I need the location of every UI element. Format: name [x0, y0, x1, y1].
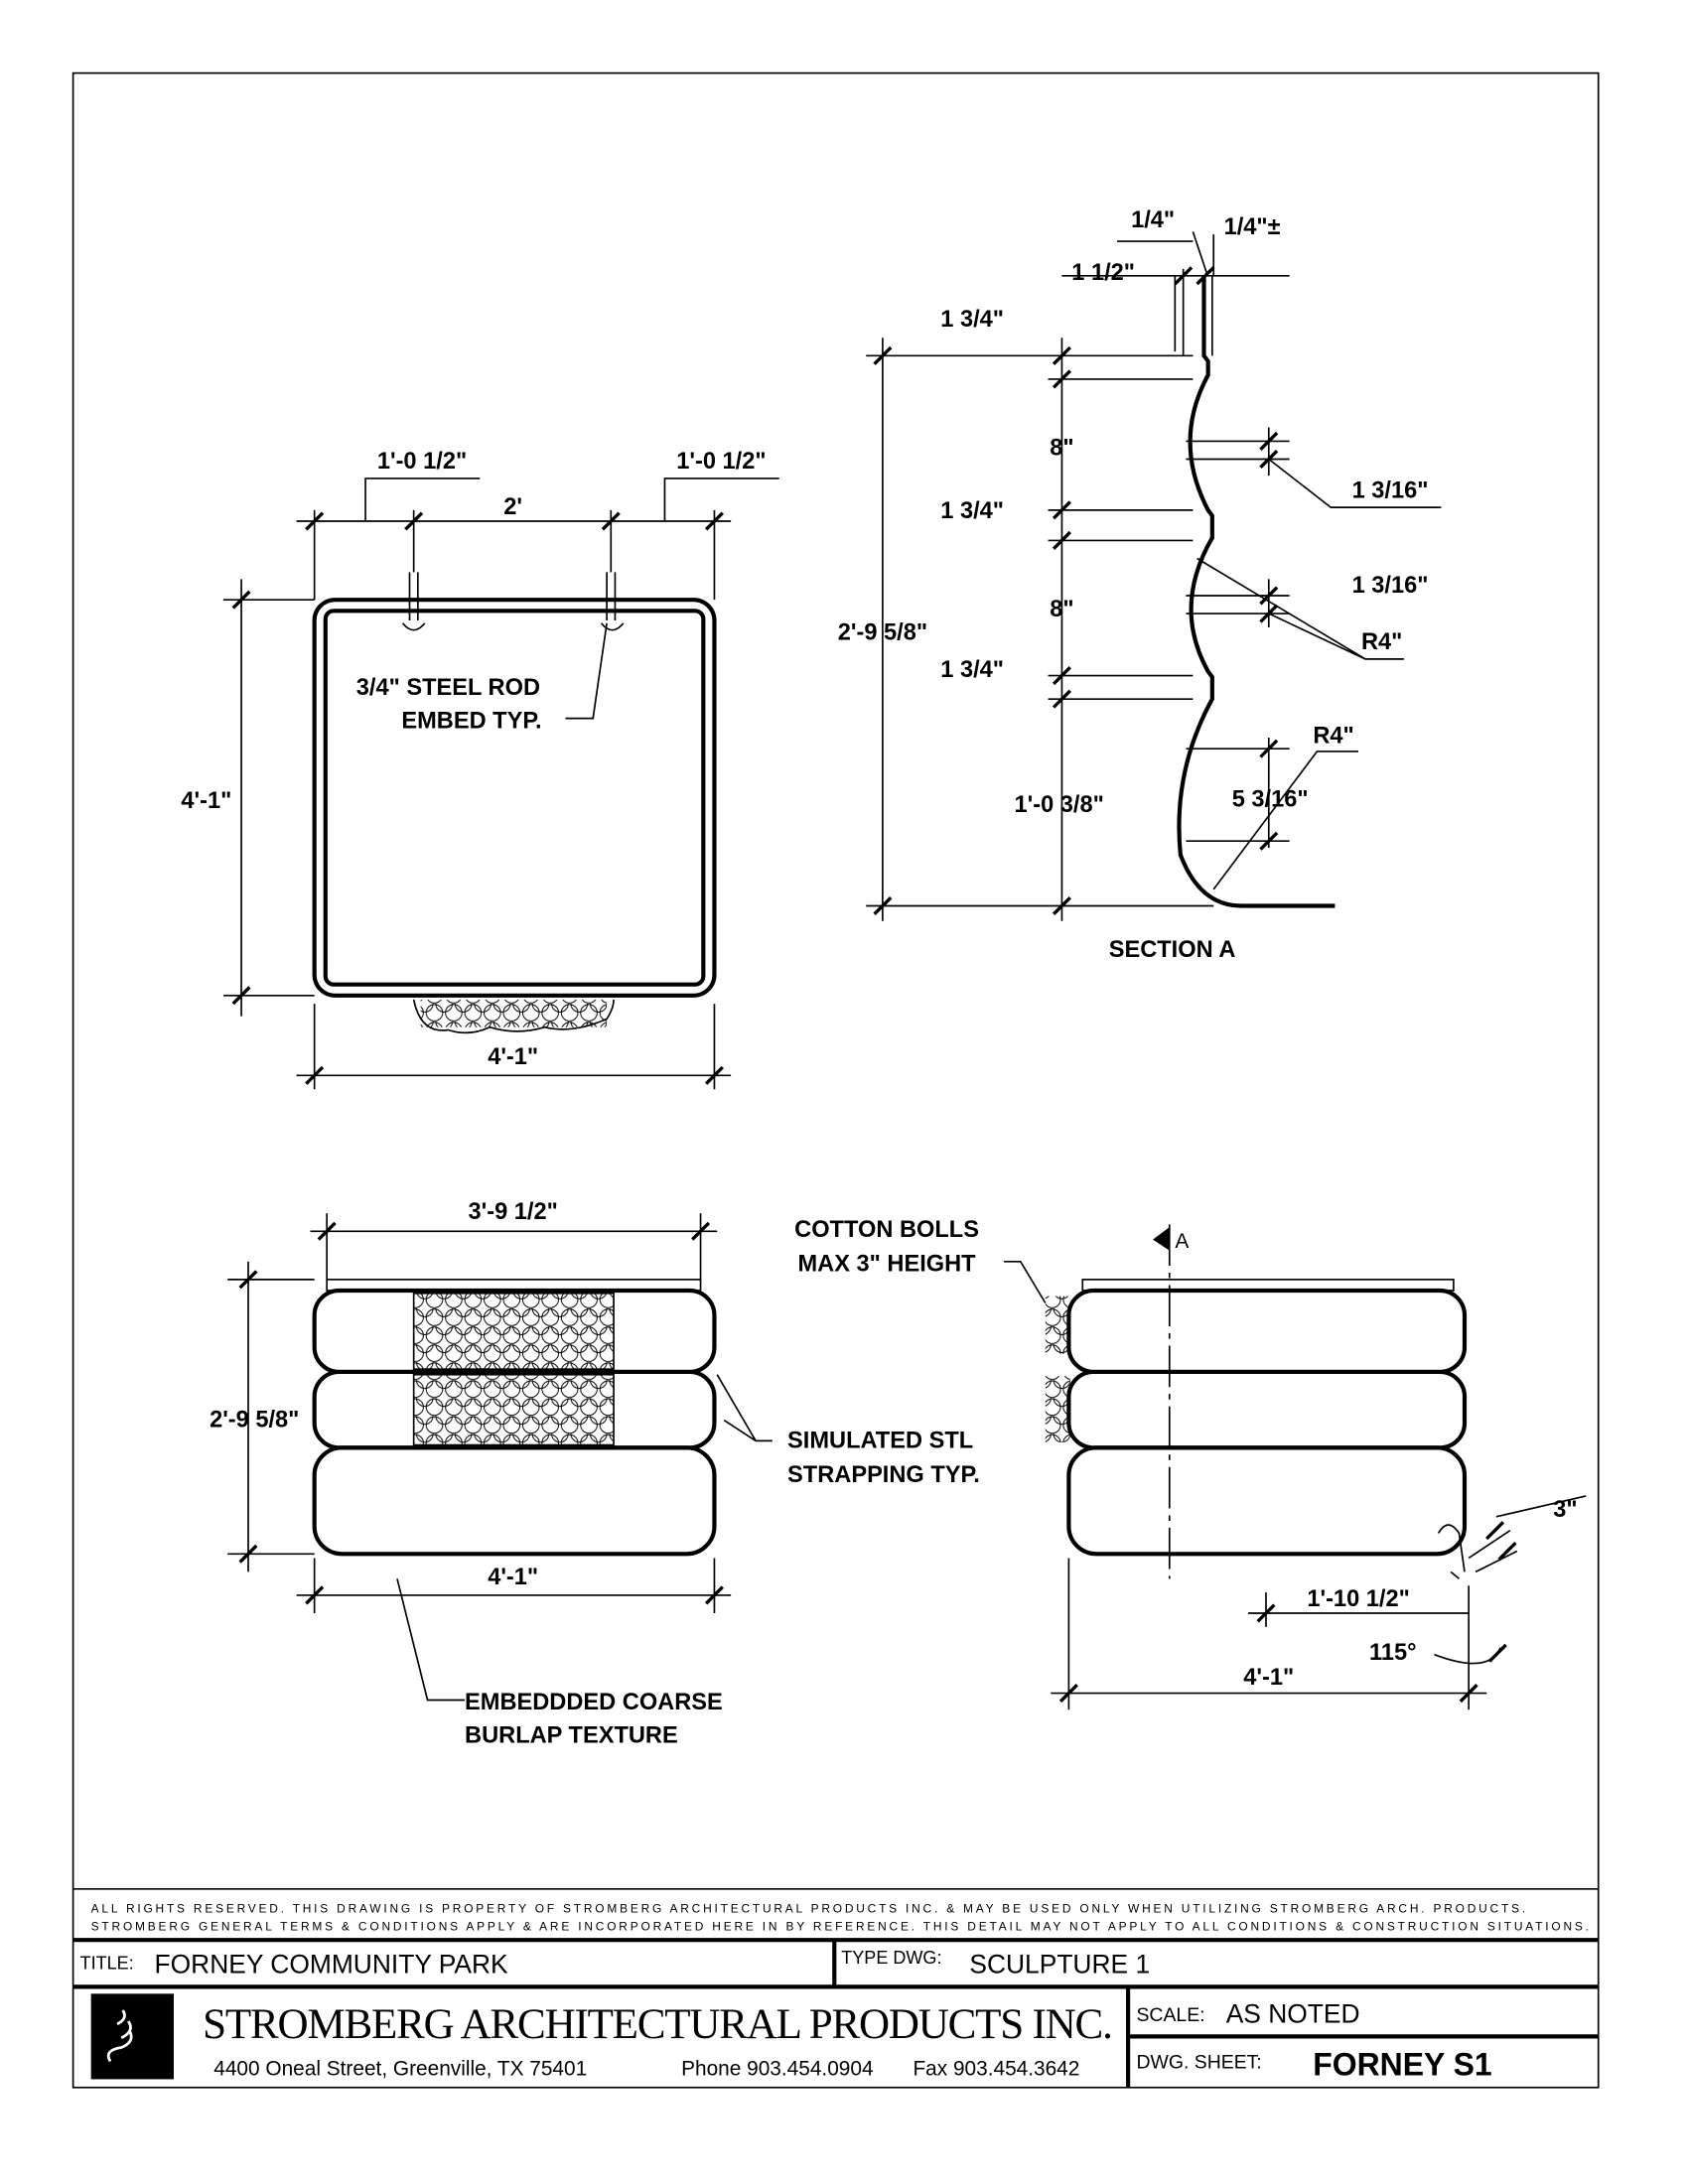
title-block: ALL RIGHTS RESERVED. THIS DRAWING IS PRO… — [72, 1887, 1599, 2088]
title-value: FORNEY COMMUNITY PARK — [155, 1950, 509, 1979]
dim-radius-2: R4" — [1313, 724, 1353, 750]
scale-value: AS NOTED — [1226, 1999, 1360, 2029]
cotton-fill — [420, 999, 608, 1027]
type-label: TYPE DWG: — [841, 1948, 941, 1968]
dim-rod-angle: 115° — [1369, 1640, 1417, 1666]
dim-right-offset: 1'-0 1/2" — [676, 449, 766, 475]
dim-front-width: 4'-1" — [488, 1565, 538, 1590]
cotton-bolls-middle — [1045, 1376, 1070, 1442]
sheet-value: FORNEY S1 — [1313, 2046, 1491, 2082]
dim-rod-length: 3" — [1553, 1497, 1577, 1523]
rights-line-1: ALL RIGHTS RESERVED. THIS DRAWING IS PRO… — [91, 1901, 1525, 1915]
company-name: STROMBERG ARCHITECTURAL PRODUCTS INC. — [203, 2001, 1113, 2048]
note-embedded-burlap: EMBEDDDED COARSE — [465, 1690, 723, 1715]
cotton-fill — [413, 1293, 615, 1370]
band-top — [1066, 1288, 1468, 1375]
section-a-title: SECTION A — [1109, 937, 1236, 963]
band-bottom — [312, 1445, 717, 1557]
section-marker-flag — [1153, 1227, 1170, 1251]
section-profile — [1177, 275, 1336, 908]
type-value: SCULPTURE 1 — [969, 1950, 1150, 1979]
dim-front-height: 2'-9 5/8" — [210, 1408, 299, 1433]
note-cotton-bolls: COTTON BOLLS — [794, 1217, 979, 1243]
dim-plan-height: 4'-1" — [181, 788, 231, 814]
company-address: 4400 Oneal Street, Greenville, TX 75401 — [213, 2057, 587, 2080]
dim-band-1: 8" — [1050, 435, 1073, 461]
dim-strap-1: 1 3/4" — [940, 307, 1004, 333]
dim-plan-width: 4'-1" — [488, 1044, 538, 1070]
steel-rod-right — [600, 572, 625, 631]
cotton-bolls-plan — [412, 999, 615, 1034]
front-elevation: 3'-9 1/2" 2'-9 5/8" 4'-1" SIMULATED STL … — [210, 1199, 980, 1749]
dim-lip: 1 1/2" — [1071, 260, 1135, 286]
dim-top-width: 3'-9 1/2" — [469, 1199, 558, 1225]
cotton-bolls-top — [1045, 1296, 1070, 1354]
steel-rod-left — [401, 572, 426, 631]
sheet-border — [71, 71, 1600, 2089]
dim-radius-1: R4" — [1361, 629, 1402, 655]
plan-view: 1'-0 1/2" 1'-0 1/2" 2' 4'-1" 4'-1" 3/4" … — [181, 449, 779, 1090]
rights-line-2: STROMBERG GENERAL TERMS & CONDITIONS APP… — [91, 1919, 1589, 1933]
dim-left-offset: 1'-0 1/2" — [377, 449, 467, 475]
title-label: TITLE: — [80, 1953, 134, 1973]
band-middle — [1066, 1369, 1468, 1450]
dim-overall-height: 2'-9 5/8" — [838, 619, 927, 645]
section-a: 1/4" 1/4"± 1 1/2" 1 3/4" 8" 1 3/4" 8" 1 … — [838, 207, 1442, 963]
band-bottom — [1066, 1445, 1468, 1557]
dim-side-width: 4'-1" — [1243, 1665, 1294, 1691]
note-simulated-stl: SIMULATED STL — [787, 1428, 973, 1453]
note-burlap-texture: BURLAP TEXTURE — [465, 1723, 678, 1749]
note-embed-typ: EMBED TYP. — [401, 708, 541, 734]
dim-strap-2: 1 3/4" — [940, 498, 1004, 524]
dim-rod-offset: 1'-10 1/2" — [1307, 1586, 1409, 1612]
dim-depth-2: 1 3/16" — [1352, 573, 1429, 599]
dim-band-2: 8" — [1050, 597, 1073, 622]
dim-top-b: 1/4"± — [1224, 214, 1281, 240]
dim-strap-3: 1 3/4" — [940, 657, 1004, 683]
company-phone: Phone 903.454.0904 — [681, 2057, 873, 2080]
dim-band-3: 1'-0 3/8" — [1015, 792, 1104, 818]
dim-depth-3: 5 3/16" — [1232, 786, 1309, 812]
stromberg-logo — [90, 1993, 174, 2080]
sheet-label: DWG. SHEET: — [1136, 2051, 1261, 2073]
dim-rod-spacing: 2' — [503, 494, 522, 520]
note-strapping-typ: STRAPPING TYP. — [787, 1462, 980, 1488]
dim-top-a: 1/4" — [1131, 207, 1175, 233]
cotton-fill — [413, 1374, 615, 1445]
note-steel-rod: 3/4" STEEL ROD — [356, 675, 540, 701]
plan-outer-outline — [312, 598, 717, 998]
note-max-height: MAX 3" HEIGHT — [798, 1252, 977, 1278]
dim-depth-1: 1 3/16" — [1352, 478, 1429, 503]
plan-inner-outline — [323, 609, 706, 987]
scale-label: SCALE: — [1136, 2004, 1204, 2026]
side-elevation: A COTTON BOLLS MAX 3" HEIGHT 3" 1'-10 1/… — [794, 1217, 1587, 1710]
section-marker-label: A — [1175, 1230, 1189, 1253]
company-fax: Fax 903.454.3642 — [913, 2057, 1079, 2080]
